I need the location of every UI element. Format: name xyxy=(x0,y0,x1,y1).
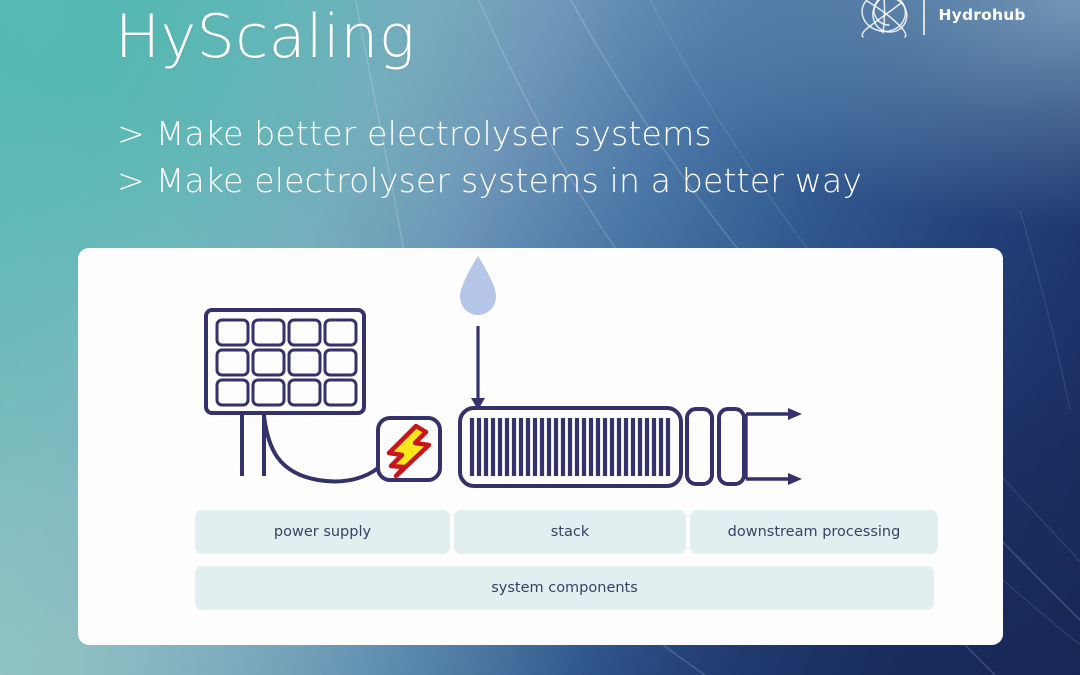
page-title: HyScaling xyxy=(115,2,416,72)
label-power-supply: power supply xyxy=(195,510,450,554)
separator-vessel-icon xyxy=(685,407,714,486)
right-arrow-icon xyxy=(746,473,802,485)
caret-icon: > xyxy=(117,114,145,153)
caret-icon: > xyxy=(117,161,145,200)
electrolyser-system-diagram xyxy=(204,256,802,488)
logo-divider xyxy=(923,0,925,35)
bullet-list: > Make better electrolyser systems > Make … xyxy=(117,110,862,204)
bullet-text: Make electrolyser systems in a better wa… xyxy=(155,161,863,200)
bullet-text: Make better electrolyser systems xyxy=(155,114,712,153)
solar-panel-icon xyxy=(204,308,366,476)
scribble-knot-logo-icon xyxy=(861,0,908,38)
lightning-bolt-icon xyxy=(386,423,432,479)
hydrohub-logo: Hydrohub xyxy=(855,0,1035,44)
water-drop-icon xyxy=(460,256,496,315)
list-item: > Make better electrolyser systems xyxy=(117,110,862,157)
label-system-components: system components xyxy=(195,566,934,610)
electrolyser-stack-icon xyxy=(458,406,683,488)
outlet-manifold xyxy=(744,408,802,485)
down-arrow-icon xyxy=(471,326,485,410)
separator-vessel-icon xyxy=(717,407,746,486)
inverter-box xyxy=(376,416,442,482)
diagram-card: power supply stack downstream processing… xyxy=(78,248,1003,645)
component-label-row: power supply stack downstream processing xyxy=(195,510,938,554)
logo-text: Hydrohub xyxy=(938,6,1026,24)
list-item: > Make electrolyser systems in a better w… xyxy=(117,157,862,204)
label-downstream-processing: downstream processing xyxy=(690,510,938,554)
label-stack: stack xyxy=(454,510,686,554)
right-arrow-icon xyxy=(746,408,802,420)
power-cable-icon xyxy=(262,414,380,484)
